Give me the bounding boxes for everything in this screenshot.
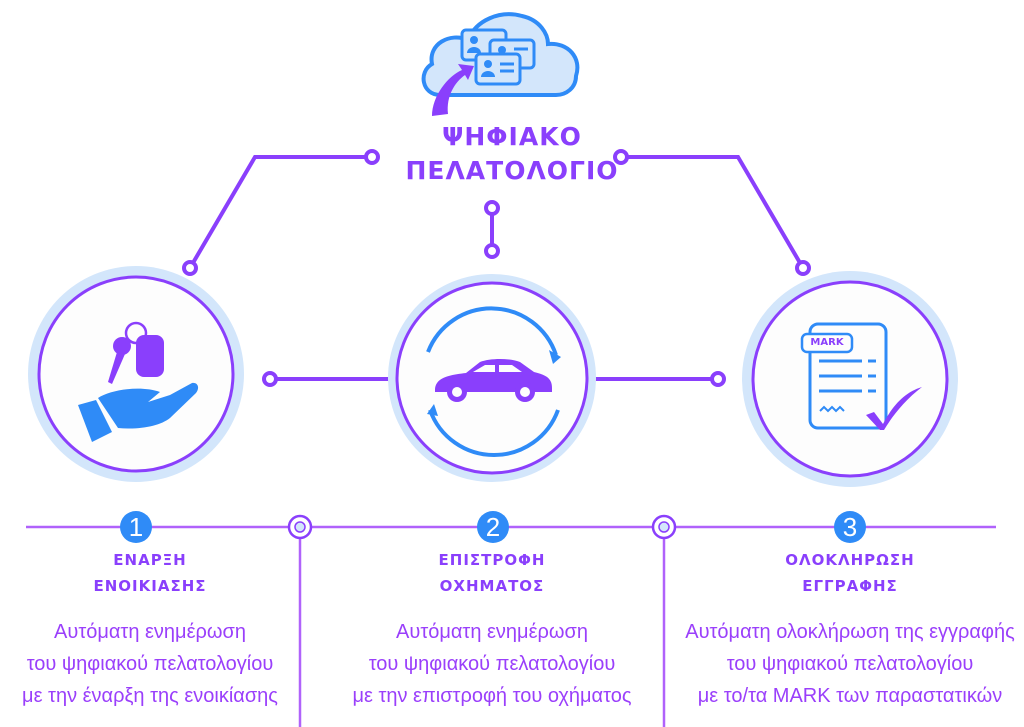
step3-title-line2: ΕΓΓΡΑΦΗΣ [802, 577, 898, 595]
connector-step2-to-step3 [585, 371, 726, 387]
step2-title-line1: ΕΠΙΣΤΡΟΦΗ [438, 551, 546, 569]
hub-title-line2: ΠΕΛΑΤΟΛΟΓΙΟ [405, 156, 619, 185]
step3-circle [742, 271, 958, 487]
hand-keys-icon [78, 321, 199, 442]
cloud-customer-cards-icon [421, 12, 580, 116]
step2-title: ΕΠΙΣΤΡΟΦΗ ΟΧΗΜΑΤΟΣ [342, 547, 642, 599]
step1-title-line2: ΕΝΟΙΚΙΑΣΗΣ [93, 577, 207, 595]
step1-desc-line3: με την έναρξη της ενοικίασης [22, 685, 278, 707]
step1-title: ΕΝΑΡΞΗ ΕΝΟΙΚΙΑΣΗΣ [0, 547, 300, 599]
step1-number-badge: 1 [120, 511, 152, 543]
step3-title-line1: ΟΛΟΚΛΗΡΩΣΗ [785, 551, 915, 569]
step2-desc-line3: με την επιστροφή του οχήματος [352, 685, 632, 707]
step3-title: ΟΛΟΚΛΗΡΩΣΗ ΕΓΓΡΑΦΗΣ [700, 547, 1000, 599]
step1-circle [28, 266, 244, 482]
connector-step1-to-step2 [262, 371, 400, 387]
step2-description: Αυτόματη ενημέρωση του ψηφιακού πελατολο… [312, 616, 672, 712]
step2-desc-line1: Αυτόματη ενημέρωση [396, 621, 588, 643]
mark-document-check-icon [800, 322, 922, 430]
hub-title-line1: ΨΗΦΙΑΚΟ [442, 122, 582, 151]
timeline-node-1 [287, 514, 313, 540]
step3-desc-line1: Αυτόματη ολοκλήρωση της εγγραφής [685, 621, 1015, 643]
step1-description: Αυτόματη ενημέρωση του ψηφιακού πελατολο… [0, 616, 330, 712]
step2-title-line2: ΟΧΗΜΑΤΟΣ [439, 577, 545, 595]
car-return-cycle-icon [426, 306, 561, 457]
hub-title: ΨΗΦΙΑΚΟ ΠΕΛΑΤΟΛΟΓΙΟ [362, 120, 662, 188]
step1-desc-line1: Αυτόματη ενημέρωση [54, 621, 246, 643]
step3-desc-line2: του ψηφιακού πελατολογίου [726, 653, 974, 675]
step1-desc-line2: του ψηφιακού πελατολογίου [26, 653, 274, 675]
connector-hub-to-step1 [182, 149, 380, 276]
mark-badge-label: MARK [810, 337, 844, 348]
step3-desc-line3: με το/τα MARK των παραστατικών [697, 685, 1003, 707]
step2-desc-line2: του ψηφιακού πελατολογίου [368, 653, 616, 675]
step3-number-badge: 3 [834, 511, 866, 543]
step1-title-line1: ΕΝΑΡΞΗ [113, 551, 187, 569]
connector-hub-to-step2 [484, 200, 500, 259]
timeline-node-2 [651, 514, 677, 540]
connector-hub-to-step3 [613, 149, 811, 276]
step3-description: Αυτόματη ολοκλήρωση της εγγραφής του ψηφ… [670, 616, 1024, 712]
step2-number-badge: 2 [477, 511, 509, 543]
